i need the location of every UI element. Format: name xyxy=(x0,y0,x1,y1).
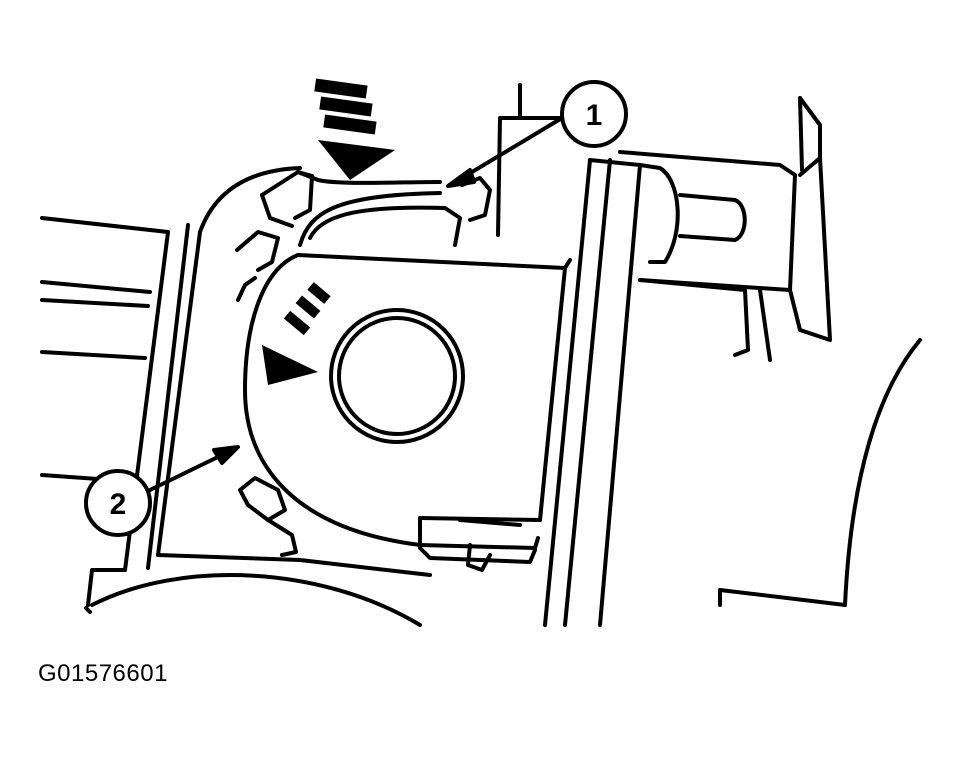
stabilizer-bar-block xyxy=(296,253,572,522)
mount-bolt xyxy=(618,150,797,362)
callout-2: 2 xyxy=(84,445,240,537)
callout-1-number: 1 xyxy=(586,99,603,132)
callout-2-number: 2 xyxy=(110,488,127,521)
lower-round-housing xyxy=(84,573,422,627)
push-arrow-inner xyxy=(262,282,331,385)
right-frame-rails xyxy=(496,83,642,627)
bushing-clamp-strap xyxy=(243,191,540,564)
figure-id-label: G01576601 xyxy=(38,660,168,687)
bracket-body xyxy=(86,166,432,607)
clamp-top-tabs xyxy=(235,170,492,302)
clamp-bottom-tab xyxy=(238,476,492,572)
side-panel xyxy=(718,96,922,607)
push-arrow-top xyxy=(314,78,395,180)
callout-1: 1 xyxy=(446,80,628,188)
